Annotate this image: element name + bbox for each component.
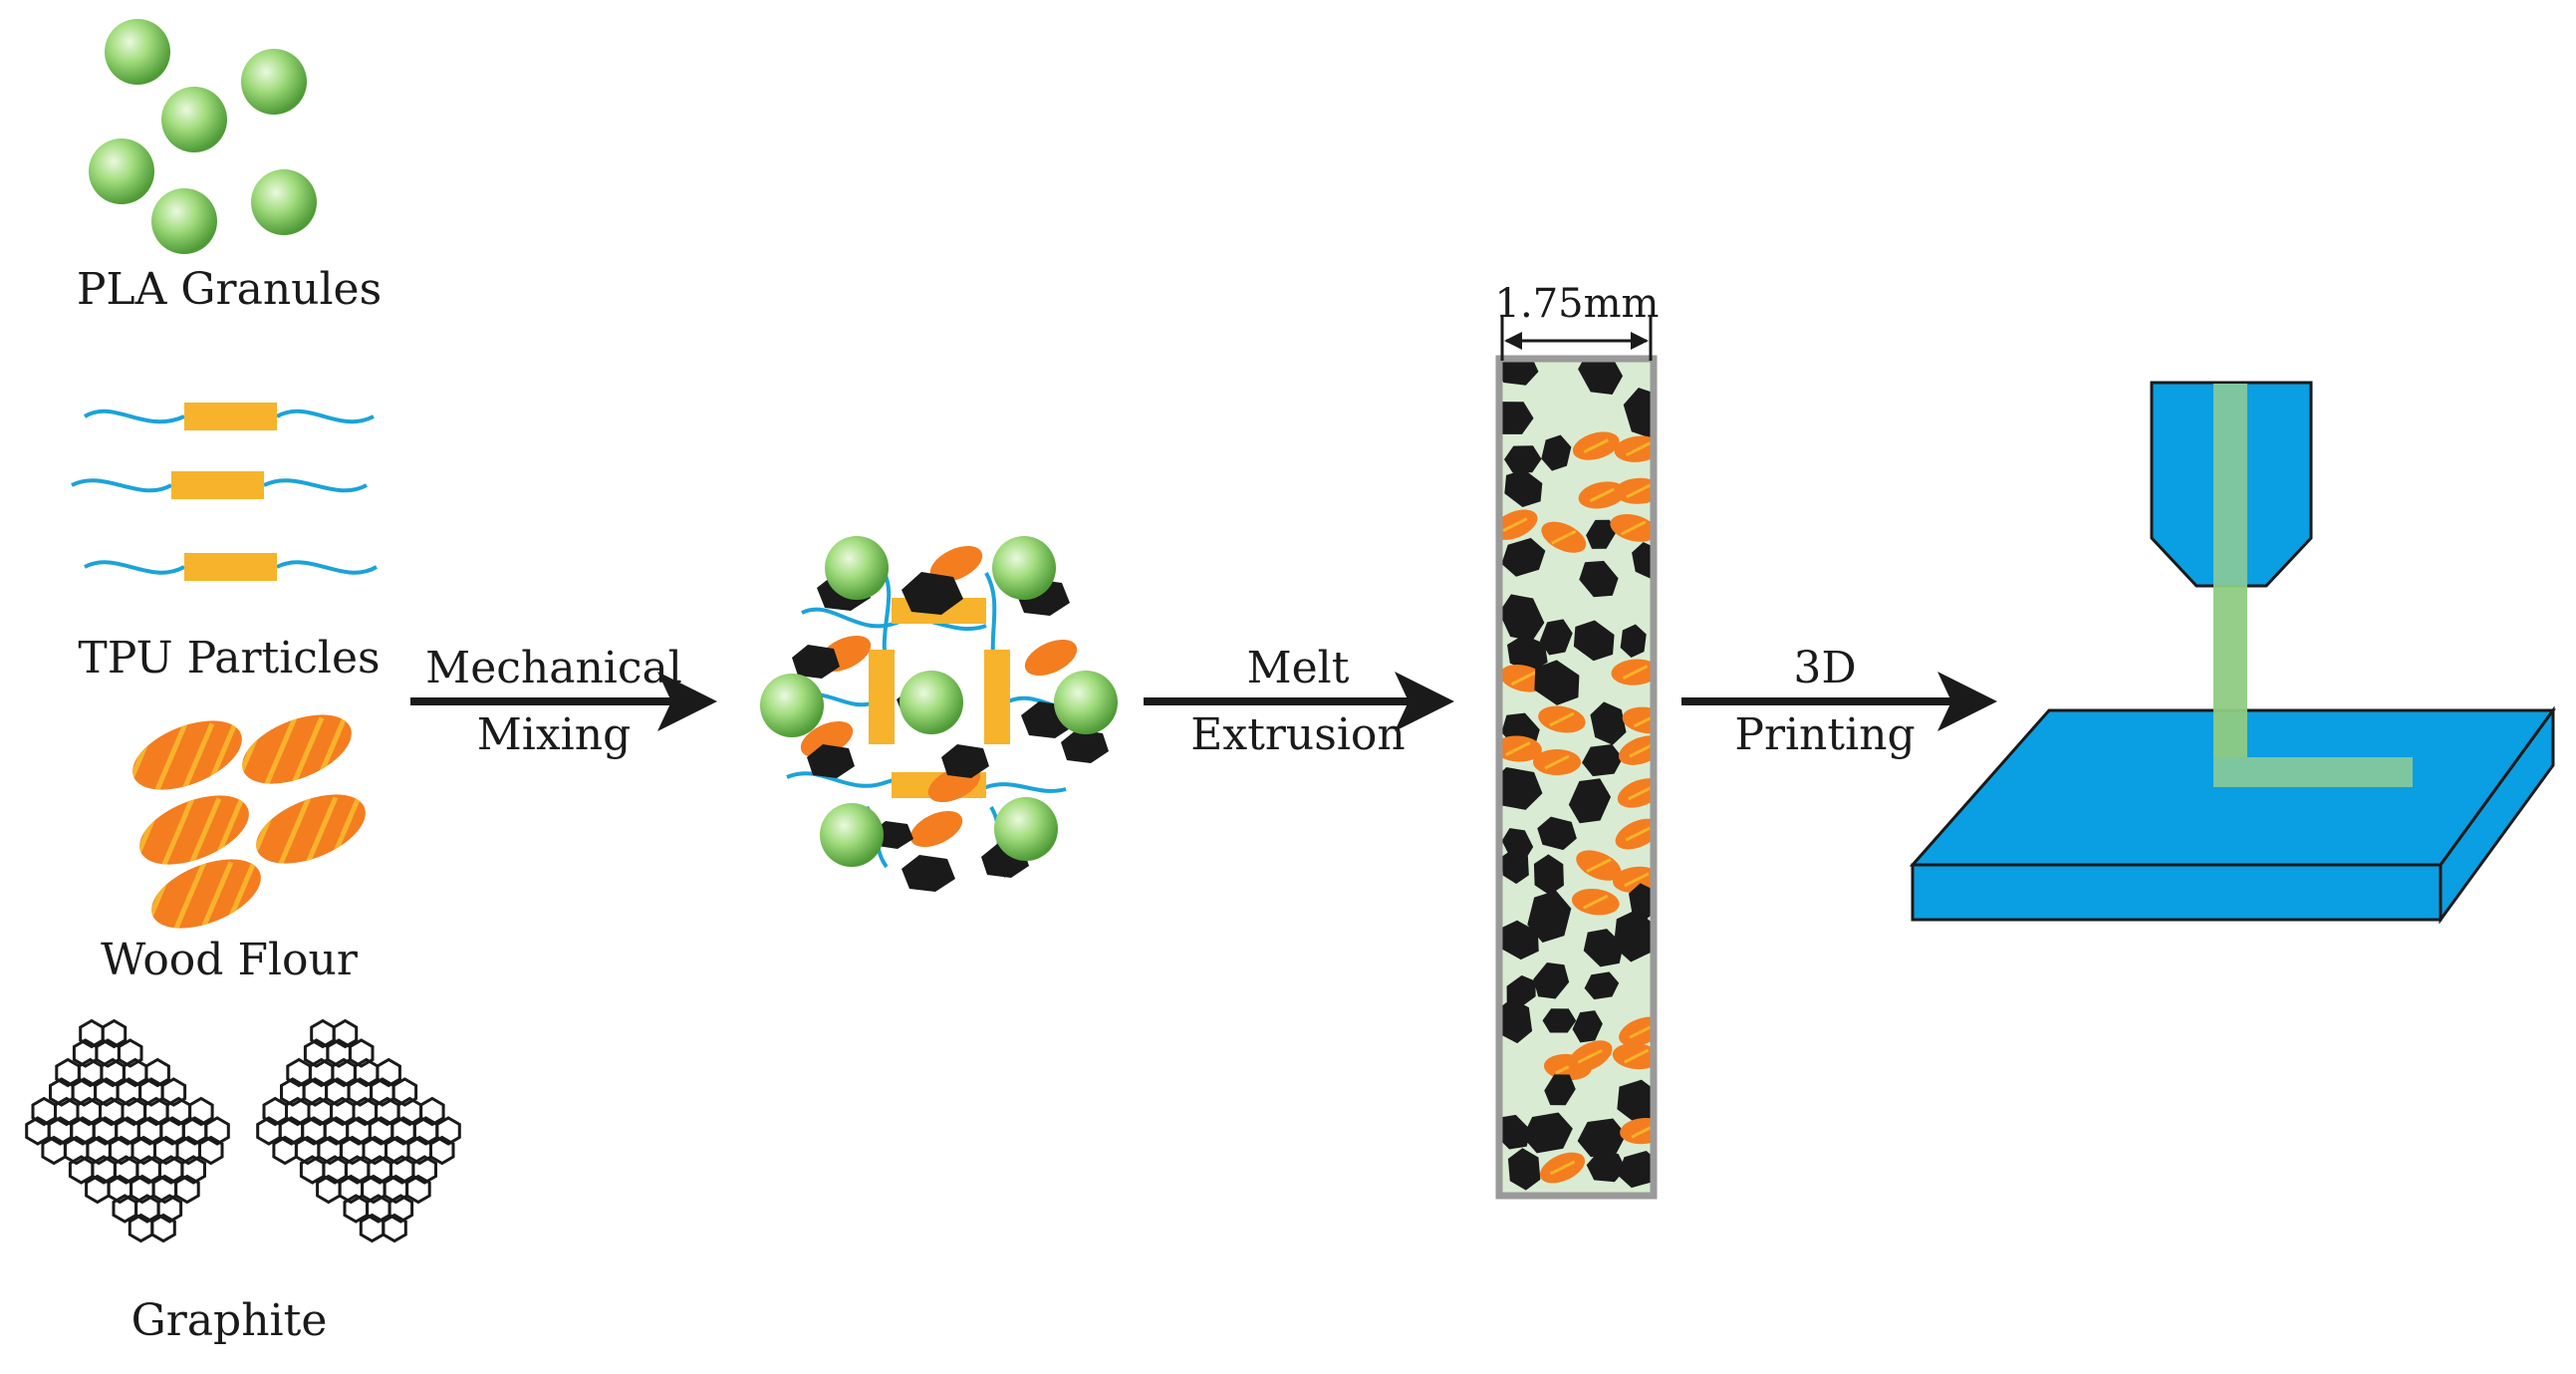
mixed-compound-icon xyxy=(760,536,1118,892)
build-plate xyxy=(1909,705,2556,925)
filament-diameter-label: 1.75mm xyxy=(1495,281,1660,327)
mixing-step-label-line1: Mechanical xyxy=(425,643,682,693)
pla-granules-label: PLA Granules xyxy=(77,264,382,315)
tpu-particles-icon xyxy=(71,403,378,581)
printing-step-label-line1: 3D xyxy=(1793,643,1856,693)
filament-strand xyxy=(1495,355,1658,1200)
mixing-step-label-line2: Mixing xyxy=(477,709,632,760)
mixing-arrow: Mechanical Mixing xyxy=(410,643,717,760)
3d-printer-icon xyxy=(1909,381,2556,925)
printing-step-label-line2: Printing xyxy=(1734,709,1915,760)
printing-arrow: 3D Printing xyxy=(1681,643,1997,760)
filament-diameter-dimension: 1.75mm xyxy=(1495,281,1660,361)
printed-filament-path xyxy=(2213,384,2413,787)
extrusion-arrow: Melt Extrusion xyxy=(1144,643,1454,760)
graphite-icon xyxy=(25,1018,461,1243)
extrusion-step-label-line1: Melt xyxy=(1247,643,1350,693)
pla-granules-icon xyxy=(89,19,317,254)
tpu-particles-label: TPU Particles xyxy=(78,633,380,684)
graphite-label: Graphite xyxy=(131,1295,328,1346)
wood-flour-icon xyxy=(124,711,376,942)
extrusion-step-label-line2: Extrusion xyxy=(1190,709,1405,760)
wood-flour-label: Wood Flour xyxy=(101,935,359,985)
